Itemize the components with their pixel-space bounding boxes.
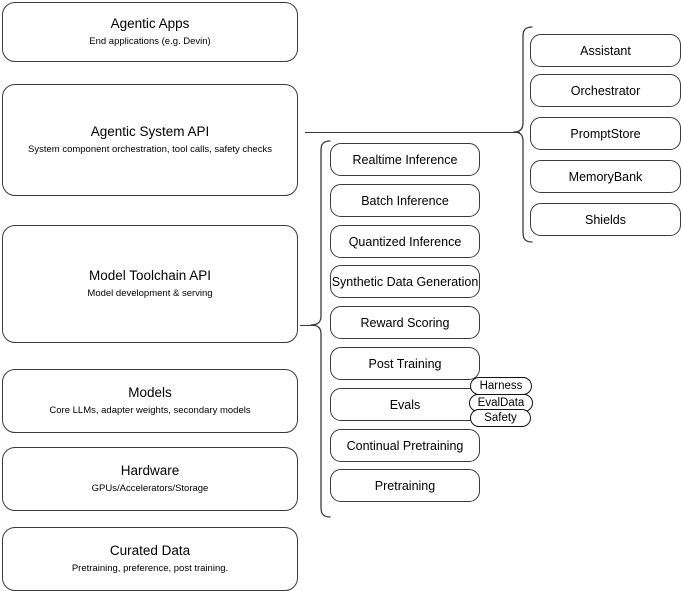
connector-toolchain-to-components (300, 325, 316, 326)
layer-title: Agentic System API (90, 124, 210, 139)
toolchain-component-continual-pretraining[interactable]: Continual Pretraining (330, 429, 480, 462)
connector-agentic-system-to-components (305, 132, 520, 133)
layer-title: Model Toolchain API (88, 268, 212, 283)
layer-title: Models (128, 385, 172, 400)
stack-layer-agentic-apps[interactable]: Agentic Apps End applications (e.g. Devi… (2, 2, 298, 62)
toolchain-component-reward-scoring[interactable]: Reward Scoring (330, 306, 480, 339)
toolchain-component-post-training[interactable]: Post Training (330, 347, 480, 380)
stack-layer-model-toolchain-api[interactable]: Model Toolchain API Model development & … (2, 225, 298, 343)
toolchain-component-pretraining[interactable]: Pretraining (330, 469, 480, 502)
stack-layer-hardware[interactable]: Hardware GPUs/Accelerators/Storage (2, 447, 298, 511)
toolchain-component-realtime-inference[interactable]: Realtime Inference (330, 143, 480, 176)
toolchain-component-quantized-inference[interactable]: Quantized Inference (330, 225, 480, 258)
layer-title: Agentic Apps (110, 16, 190, 31)
eval-tag-evaldata[interactable]: EvalData (469, 394, 533, 412)
layer-subtitle: System component orchestration, tool cal… (28, 144, 272, 155)
layer-subtitle: Core LLMs, adapter weights, secondary mo… (49, 405, 251, 416)
layer-subtitle: Model development & serving (87, 288, 213, 299)
eval-tag-harness[interactable]: Harness (470, 377, 532, 395)
layer-title: Curated Data (109, 543, 191, 558)
layer-subtitle: GPUs/Accelerators/Storage (91, 483, 209, 494)
stack-layer-curated-data[interactable]: Curated Data Pretraining, preference, po… (2, 527, 298, 591)
layer-subtitle: Pretraining, preference, post training. (71, 563, 229, 574)
eval-tag-safety[interactable]: Safety (470, 409, 531, 427)
agentic-component-promptstore[interactable]: PromptStore (530, 117, 681, 150)
agentic-component-shields[interactable]: Shields (530, 203, 681, 236)
toolchain-component-batch-inference[interactable]: Batch Inference (330, 184, 480, 217)
agentic-component-assistant[interactable]: Assistant (530, 34, 681, 67)
toolchain-brace (308, 138, 332, 520)
toolchain-component-synthetic-data-generation[interactable]: Synthetic Data Generation (330, 265, 480, 298)
layer-subtitle: End applications (e.g. Devin) (89, 36, 211, 47)
agentic-component-memorybank[interactable]: MemoryBank (530, 160, 681, 193)
toolchain-component-evals[interactable]: Evals (330, 388, 480, 421)
stack-layer-models[interactable]: Models Core LLMs, adapter weights, secon… (2, 369, 298, 433)
agentic-component-orchestrator[interactable]: Orchestrator (530, 74, 681, 107)
stack-layer-agentic-system-api[interactable]: Agentic System API System component orch… (2, 84, 298, 196)
layer-title: Hardware (120, 463, 180, 478)
